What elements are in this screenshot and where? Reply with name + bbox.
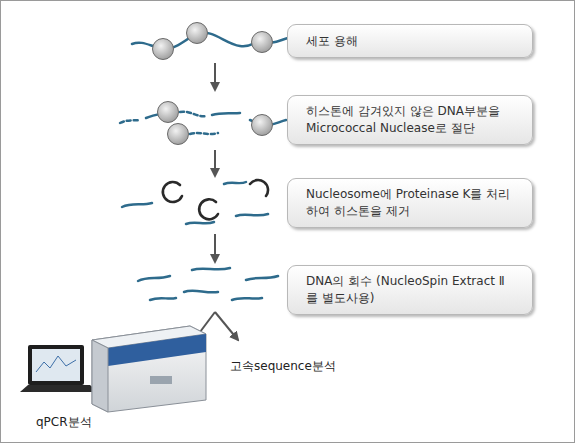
step-text: DNA의 회수 (NucleoSpin Extract Ⅱ 를 별도사용) (306, 273, 518, 307)
laptop-base (20, 385, 98, 392)
dna-fragment (122, 203, 152, 207)
nucleosome-dna (199, 199, 218, 219)
histone (252, 32, 273, 53)
dna-fragment (180, 112, 206, 117)
dna-fragment (150, 298, 176, 300)
histone (158, 102, 273, 145)
step-text: Nucleosome에 Proteinase K를 처리하여 히스톤을 제거 (306, 186, 518, 220)
histone (158, 102, 179, 123)
dna-fragment (138, 268, 278, 300)
laptop-screen-frame (28, 345, 84, 385)
step-box: DNA의 회수 (NucleoSpin Extract Ⅱ 를 별도사용) (287, 265, 533, 315)
dna-fragment (232, 298, 262, 300)
analysis-label: 고속sequence분석 (230, 358, 336, 375)
instrument-body (92, 326, 206, 412)
instrument-button (150, 376, 172, 384)
dna-fragment (138, 276, 170, 281)
histone (153, 23, 273, 60)
histone (252, 115, 273, 136)
screen-plot (36, 356, 76, 372)
step-text: 히스톤에 감겨있지 않은 DNA부분을 Micrococcal Nuclease… (306, 103, 518, 137)
dna-fragment (192, 268, 230, 270)
instrument-panel (108, 334, 206, 366)
step-box: 세포 용해 (287, 24, 533, 58)
histone (153, 39, 174, 60)
flow-arrow (214, 234, 216, 262)
dna-fragment (186, 222, 214, 224)
instrument-side (92, 340, 108, 412)
dna-fragment (212, 113, 240, 115)
laptop-screen (32, 349, 80, 381)
step-text: 세포 용해 (306, 33, 518, 50)
nucleosome-dna (163, 180, 268, 219)
qpcr-instrument (92, 326, 206, 412)
dna-fragment (122, 182, 268, 224)
laptop (20, 345, 98, 392)
flow-arrow (214, 150, 216, 176)
dna-fragment (236, 214, 268, 216)
analysis-label: qPCR분석 (36, 414, 92, 431)
flow-arrow (215, 312, 238, 340)
dna-fragment (184, 291, 218, 293)
histone (168, 124, 189, 145)
dna-fragment (120, 120, 140, 123)
nucleosome-dna (163, 182, 182, 202)
dna-fragment (246, 276, 278, 280)
flow-arrow (214, 63, 216, 90)
histone (187, 23, 208, 44)
step-box: 히스톤에 감겨있지 않은 DNA부분을 Micrococcal Nuclease… (287, 95, 533, 145)
dna-fragment (190, 133, 218, 134)
nucleosome-dna (250, 180, 268, 196)
step-box: Nucleosome에 Proteinase K를 처리하여 히스톤을 제거 (287, 178, 533, 228)
dna-fragment (224, 182, 246, 184)
